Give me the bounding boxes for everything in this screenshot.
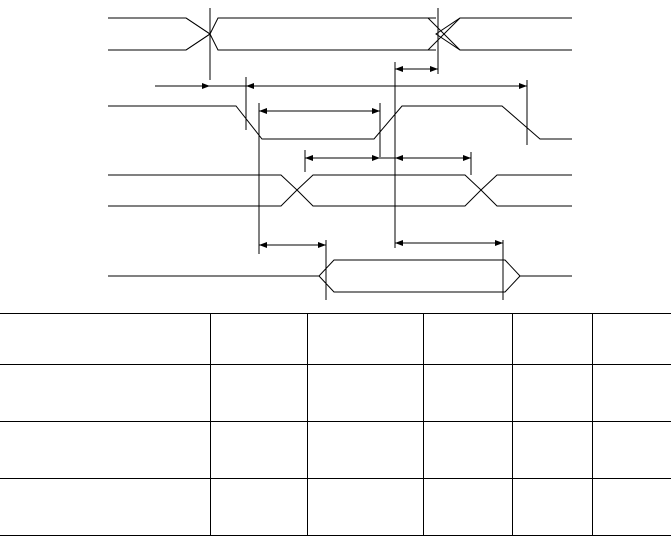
table-cell: [511, 313, 592, 365]
table-cell: [306, 421, 423, 479]
table-cell: [422, 478, 512, 536]
signal-1-bus-waveform: [108, 17, 572, 51]
table-cell: [591, 364, 671, 422]
table-cell: [511, 421, 592, 479]
timing-parameter-table: [0, 313, 671, 536]
signal-4-output-waveform: [108, 259, 572, 293]
table-cell: [306, 313, 423, 365]
table-cell: [0, 364, 210, 422]
table-cell: [209, 421, 307, 479]
table-cell: [511, 478, 592, 536]
table-cell: [0, 478, 210, 536]
table-cell: [209, 478, 307, 536]
table-cell: [591, 421, 671, 479]
table-cell: [511, 364, 592, 422]
table-row: [0, 478, 671, 536]
table-cell: [422, 421, 512, 479]
table-cell: [209, 364, 307, 422]
timing-dimension-arrows: [155, 66, 527, 248]
timing-diagram: [108, 8, 572, 300]
table-cell: [422, 364, 512, 422]
table-cell: [306, 364, 423, 422]
table-cell: [0, 313, 210, 365]
table-cell: [591, 478, 671, 536]
signal-3-data-waveform: [108, 174, 572, 207]
timing-reference-lines: [209, 8, 528, 300]
table-header-row: [0, 313, 671, 365]
signal-2-strobe-waveform: [108, 105, 572, 140]
table-cell: [306, 478, 423, 536]
table-cell: [209, 313, 307, 365]
table-row: [0, 421, 671, 479]
table-cell: [422, 313, 512, 365]
table-row: [0, 364, 671, 422]
table-cell: [591, 313, 671, 365]
table-cell: [0, 421, 210, 479]
